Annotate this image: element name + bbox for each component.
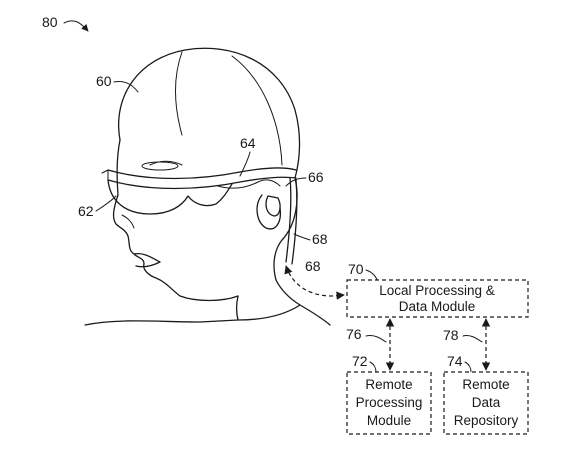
label-local-module: 70 — [348, 261, 364, 277]
display-visor — [107, 179, 233, 215]
local-box-line1: Local Processing & — [379, 283, 495, 298]
frame-sensor — [141, 161, 179, 171]
neck-front — [235, 295, 239, 321]
leader-link-76 — [365, 335, 387, 343]
remote-processing-line1: Remote — [365, 377, 412, 392]
eyebrow — [149, 160, 183, 166]
label-cable-upper: 68 — [312, 231, 328, 247]
remote-repository-line3: Repository — [454, 413, 519, 428]
frame-arm — [217, 179, 281, 189]
head-seam — [175, 51, 183, 136]
ear — [256, 194, 282, 230]
leader-head — [113, 81, 139, 93]
headset-band-bottom — [107, 176, 297, 190]
remote-processing-line2: Processing — [356, 395, 423, 410]
head-illustration — [84, 47, 331, 326]
leader-cable-upper — [293, 233, 311, 241]
headset-band-top — [107, 167, 297, 180]
leader-display — [95, 195, 117, 212]
link-cable-to-local — [284, 265, 345, 300]
leader-frame — [239, 151, 251, 177]
label-head: 60 — [96, 73, 112, 89]
cable — [285, 177, 292, 263]
local-box-line2: Data Module — [399, 299, 476, 314]
local-processing-box — [346, 279, 529, 318]
remote-repository-line1: Remote — [462, 377, 509, 392]
label-remote-repository: 74 — [447, 353, 463, 369]
shoulders — [84, 304, 331, 326]
speaker — [265, 195, 281, 217]
label-link-76: 76 — [346, 326, 362, 342]
label-display: 62 — [78, 203, 94, 219]
lips — [133, 252, 161, 268]
label-cable-lower: 68 — [305, 258, 321, 274]
remote-processing-line3: Module — [367, 413, 411, 428]
leader-remote-processing — [369, 361, 377, 373]
neck-back — [273, 177, 298, 281]
label-link-78: 78 — [443, 327, 459, 343]
leader-speaker — [285, 177, 307, 187]
label-remote-processing: 72 — [352, 353, 368, 369]
cable-2 — [291, 179, 298, 265]
figure-number-arrow — [63, 20, 89, 32]
head-seam-2 — [231, 55, 283, 166]
neck-right-edge — [275, 279, 301, 306]
remote-repository-line2: Data — [472, 395, 501, 410]
remote-processing-box — [346, 371, 432, 435]
figure-number: 80 — [42, 14, 58, 30]
nose — [121, 214, 135, 229]
leader-link-78 — [462, 335, 483, 343]
label-speaker: 66 — [308, 169, 324, 185]
remote-repository-box — [443, 371, 529, 435]
head-outline — [118, 47, 301, 179]
label-frame: 64 — [240, 135, 256, 151]
leader-remote-repository — [464, 361, 472, 373]
visor-top-edge — [101, 169, 109, 181]
